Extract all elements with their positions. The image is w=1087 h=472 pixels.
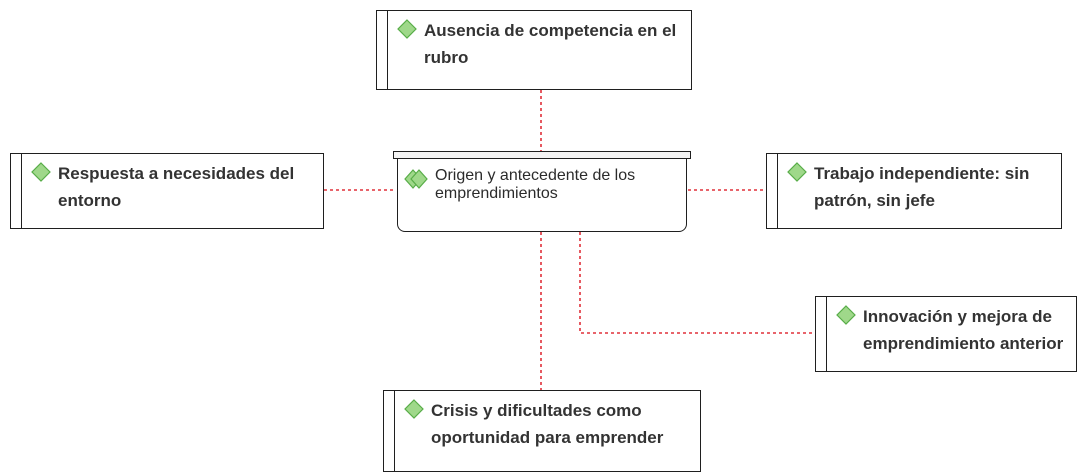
code-node-respuesta[interactable]: Respuesta a necesidades del entorno <box>10 153 324 229</box>
code-node-label: Respuesta a necesidades del entorno <box>58 164 295 210</box>
diamond-icon <box>397 19 417 39</box>
core-node-origen[interactable]: Origen y antecedente de los emprendimien… <box>393 151 691 232</box>
diamond-icon <box>404 399 424 419</box>
core-node-label: Origen y antecedente de los emprendimien… <box>435 167 636 202</box>
diamond-icon <box>787 162 807 182</box>
code-node-innovacion[interactable]: Innovación y mejora de emprendimiento an… <box>815 296 1077 372</box>
code-node-label: Trabajo independiente: sin patrón, sin j… <box>814 164 1030 210</box>
code-node-trabajo[interactable]: Trabajo independiente: sin patrón, sin j… <box>766 153 1062 229</box>
code-node-ausencia[interactable]: Ausencia de competencia en el rubro <box>376 10 692 90</box>
double-diamond-icon <box>404 169 428 189</box>
connector-innovacion <box>579 232 815 334</box>
code-node-label: Innovación y mejora de emprendimiento an… <box>863 307 1064 353</box>
code-node-label: Crisis y dificultades como oportunidad p… <box>431 401 664 447</box>
diamond-icon <box>31 162 51 182</box>
core-node-header-bar <box>393 151 691 159</box>
code-node-crisis[interactable]: Crisis y dificultades como oportunidad p… <box>383 390 701 472</box>
diamond-icon <box>836 305 856 325</box>
code-node-label: Ausencia de competencia en el rubro <box>424 21 677 67</box>
